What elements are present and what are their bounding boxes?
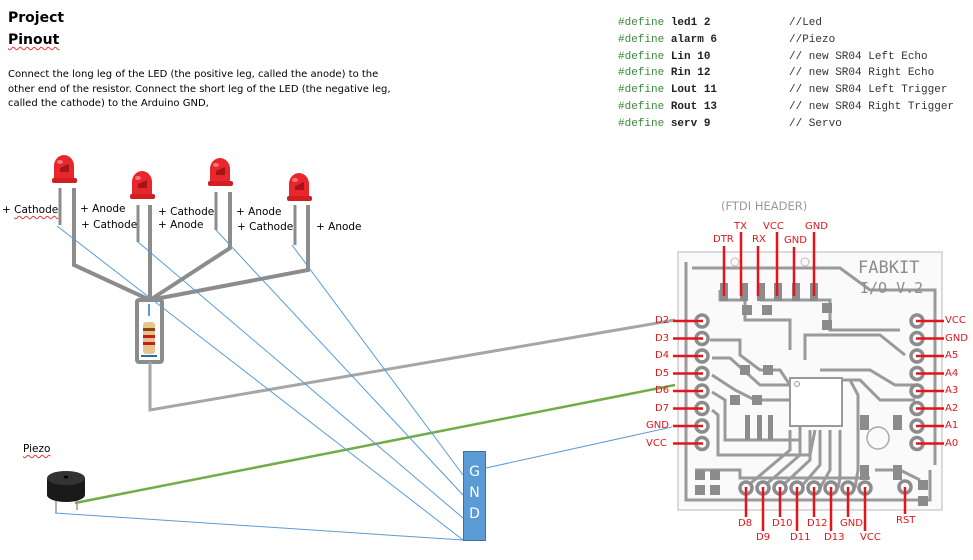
piezo-buzzer xyxy=(47,471,85,513)
instructions-text: Connect the long leg of the LED (the pos… xyxy=(8,69,391,109)
bottom-pin-d11: D11 xyxy=(790,532,811,543)
left-pin-d3: D3 xyxy=(655,332,670,344)
left-pin-d5: D5 xyxy=(655,367,670,379)
right-pin-a3: A3 xyxy=(945,385,959,396)
ftdi-pin-gnd-2: GND xyxy=(805,221,828,232)
board-version: I/O V.2 xyxy=(860,279,924,297)
code-line: #define alarm 6//Piezo xyxy=(618,33,836,46)
bottom-pin-vcc: VCC xyxy=(860,532,881,543)
board-name: FABKIT xyxy=(858,258,920,278)
title-project: Project xyxy=(8,10,65,26)
wire-d2 xyxy=(148,318,676,412)
left-pin-vcc: VCC xyxy=(646,437,667,449)
right-pin-a1: A1 xyxy=(945,420,959,431)
bottom-pin-d10: D10 xyxy=(772,518,793,529)
bottom-pin-d9: D9 xyxy=(756,532,771,543)
leds xyxy=(52,155,312,201)
ftdi-pin-tx: TX xyxy=(734,221,747,232)
led4-label-cathode: + Cathode xyxy=(237,221,294,233)
fabkit-board xyxy=(677,251,943,511)
wire-d6 xyxy=(74,383,676,505)
ftdi-pin-dtr: DTR xyxy=(713,234,734,245)
led1-label-cathode: + Cathode xyxy=(2,204,59,216)
code-block: #define led1 2//Led #define alarm 6//Pie… xyxy=(618,15,955,133)
pin-rst: RST xyxy=(896,515,916,526)
gnd-block: G N D xyxy=(463,451,486,541)
code-line: #define Rout 13// new SR04 Right Trigger xyxy=(618,100,955,113)
title-pinout: Pinout xyxy=(8,32,60,48)
left-pin-gnd: GND xyxy=(646,420,669,431)
bottom-pin-gnd: GND xyxy=(840,518,863,529)
pin-lead-lines xyxy=(673,232,944,531)
piezo-label: Piezo xyxy=(23,443,51,455)
code-line: #define Lout 11// new SR04 Left Trigger xyxy=(618,84,948,97)
left-pin-d4: D4 xyxy=(655,350,670,361)
led-3 xyxy=(208,158,233,186)
bottom-pin-d8: D8 xyxy=(738,518,753,529)
left-pin-d6: D6 xyxy=(655,385,670,396)
led3-label-cathode: + Anode xyxy=(158,219,204,231)
right-pin-a5: A5 xyxy=(945,350,959,361)
ftdi-pin-gnd: GND xyxy=(784,235,807,246)
led4-label-anode: + Anode xyxy=(316,221,362,233)
right-pin-a2: A2 xyxy=(945,402,959,414)
resistor xyxy=(135,298,164,364)
led-2 xyxy=(130,171,155,199)
code-line: #define serv 9// Servo xyxy=(618,117,842,130)
right-pin-a4: A4 xyxy=(945,367,959,379)
right-pin-gnd: GND xyxy=(945,332,968,344)
gnd-wires xyxy=(54,225,673,541)
gnd-letter: D xyxy=(469,506,480,522)
led-1 xyxy=(52,155,77,183)
led1-label-anode: + Anode xyxy=(80,203,126,215)
led-short-legs xyxy=(58,188,297,245)
right-pin-vcc: VCC xyxy=(945,315,966,326)
left-pin-d2: D2 xyxy=(655,315,670,326)
ftdi-pin-rx: RX xyxy=(752,234,766,245)
led3-label-anode: + Anode xyxy=(236,206,282,218)
ftdi-header-label: (FTDI HEADER) xyxy=(721,199,808,213)
left-pin-d7: D7 xyxy=(655,402,670,414)
ftdi-pin-vcc: VCC xyxy=(763,221,784,232)
code-line: #define led1 2//Led xyxy=(618,17,823,29)
right-pin-a0: A0 xyxy=(945,437,959,449)
code-line: #define Rin 12// new SR04 Right Echo xyxy=(618,67,935,80)
bottom-pin-d13: D13 xyxy=(824,532,845,543)
led2-label-anode: + Cathode xyxy=(158,206,215,218)
led-4 xyxy=(287,173,312,201)
led2-label-cathode: + Cathode xyxy=(81,219,138,231)
bottom-pin-d12: D12 xyxy=(807,518,828,529)
gnd-letter: G xyxy=(469,464,480,480)
gnd-letter: N xyxy=(469,485,480,501)
code-line: #define Lin 10// new SR04 Left Echo xyxy=(618,50,928,63)
